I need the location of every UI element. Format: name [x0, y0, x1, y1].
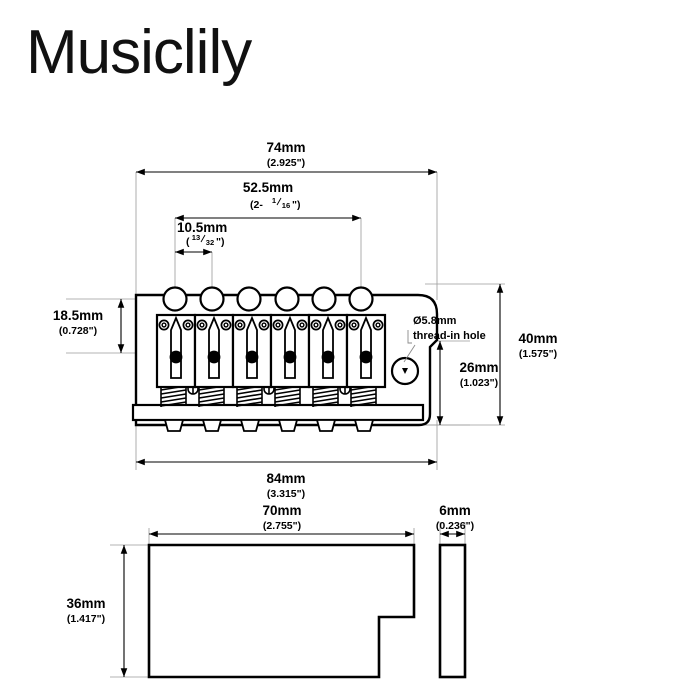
dim-overall-width-imperial: (2.925"): [267, 157, 305, 169]
dim-string-spacing-imp-prefix: (: [186, 236, 190, 248]
dim-base-width-metric: 84mm: [266, 471, 305, 486]
dimension-lines: [117, 168, 504, 677]
saddle-6: [345, 313, 387, 389]
dim-overall-width-metric: 74mm: [266, 140, 305, 155]
dim-string-span-imp-suffix: "): [292, 199, 300, 211]
dim-string-spacing-imp-suffix: "): [216, 236, 224, 248]
side-view-sustain-block: [147, 543, 416, 679]
thread-in-hole: [390, 356, 420, 386]
dim-string-spacing-imp-numerator: 13: [192, 233, 200, 242]
dim-block-height-imperial: (1.417"): [67, 613, 105, 625]
dim-string-span-imp-numerator: 1: [272, 196, 277, 205]
dim-block-width-metric: 70mm: [262, 503, 301, 518]
saddle-5: [307, 313, 349, 389]
string-tabs: [163, 419, 375, 432]
saddle-3: [231, 313, 273, 389]
dim-plate-thickness-imperial: (0.236"): [436, 520, 474, 532]
dim-base-width-imperial: (3.315"): [267, 488, 305, 500]
dim-string-span-imperial: (2- 1 16 "): [250, 196, 300, 211]
dim-plate-height-imperial: (1.575"): [519, 348, 557, 360]
edge-view-plate: [438, 543, 467, 679]
dim-string-span-metric: 52.5mm: [243, 180, 293, 195]
saddle-1: [155, 313, 197, 389]
dim-hole-to-saddle-metric: 18.5mm: [53, 308, 103, 323]
dim-thread-hole-height-metric: 26mm: [459, 360, 498, 375]
thread-hole-type-label: thread-in hole: [413, 330, 486, 342]
dim-string-spacing-metric: 10.5mm: [177, 220, 227, 235]
string-holes: [162, 286, 374, 312]
dim-hole-to-saddle-imperial: (0.728"): [59, 325, 97, 337]
dim-plate-height-metric: 40mm: [518, 331, 557, 346]
brand-logo: Musiclily: [26, 18, 252, 87]
dim-string-span-imp-denominator: 16: [282, 201, 290, 210]
saddle-2: [193, 313, 235, 389]
top-view-bridge: [131, 286, 439, 432]
thread-hole-diameter-label: Ø5.8mm: [413, 315, 457, 327]
dim-block-width-imperial: (2.755"): [263, 520, 301, 532]
dim-string-span-imp-prefix: (2-: [250, 199, 263, 211]
dim-string-spacing-imp-denominator: 32: [206, 238, 214, 247]
dim-block-height-metric: 36mm: [66, 596, 105, 611]
saddles: [155, 313, 387, 389]
saddle-4: [269, 313, 311, 389]
dim-plate-thickness-metric: 6mm: [439, 503, 471, 518]
dimension-labels: 74mm (2.925") 52.5mm (2- 1 16 ") 10.5mm …: [53, 140, 558, 625]
dim-thread-hole-height-imperial: (1.023"): [460, 377, 498, 389]
dim-string-spacing-imperial: ( 13 32 "): [186, 233, 224, 248]
thread-hole-callout: Ø5.8mm thread-in hole: [403, 315, 486, 363]
